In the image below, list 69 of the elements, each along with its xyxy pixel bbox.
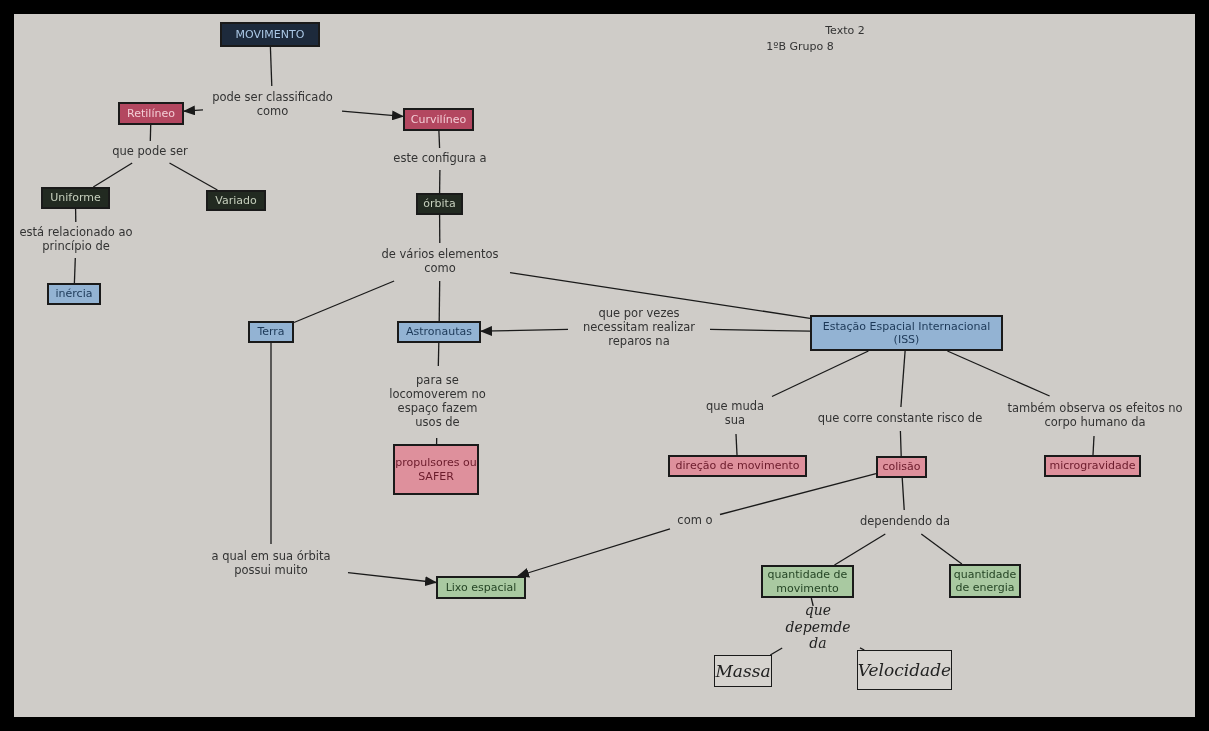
arrow bbox=[347, 571, 437, 587]
concept-box: quantidade de energia bbox=[949, 564, 1021, 598]
concept-box: propulsores ou SAFER bbox=[393, 444, 479, 495]
connector-line bbox=[810, 597, 814, 607]
concept-box: MOVIMENTO bbox=[220, 22, 320, 47]
connector-line bbox=[73, 257, 76, 284]
linking-phrase: que muda sua bbox=[700, 396, 770, 432]
concept-box: Curvilíneo bbox=[403, 108, 474, 131]
concept-box: quantidade de movimento bbox=[761, 565, 854, 598]
concept-box: inércia bbox=[47, 283, 101, 305]
connector-line bbox=[719, 473, 877, 516]
handwritten-box: Velocidade bbox=[857, 650, 952, 690]
linking-phrase: de vários elementos como bbox=[372, 245, 508, 279]
connector-line bbox=[92, 162, 133, 188]
arrow bbox=[341, 110, 404, 121]
connector-line bbox=[769, 647, 783, 656]
handwritten-phrase: que depemde da bbox=[778, 608, 858, 646]
concept-box: Estação Espacial Internacional (ISS) bbox=[810, 315, 1003, 351]
connector-line bbox=[1092, 435, 1095, 456]
connector-line bbox=[435, 437, 438, 445]
connector-line bbox=[270, 342, 272, 545]
linking-phrase: para se locomoverem no espaço fazem usos de bbox=[385, 368, 490, 436]
linking-phrase: também observa os efeitos no corpo humano da bbox=[995, 398, 1195, 434]
linking-phrase: está relacionado ao princípio de bbox=[18, 224, 134, 256]
connector-line bbox=[438, 130, 441, 149]
linking-phrase: que corre constante risco de bbox=[810, 409, 990, 429]
concept-box: Variado bbox=[206, 190, 266, 211]
concept-box: colisão bbox=[876, 456, 927, 478]
connector-line bbox=[293, 280, 395, 324]
concept-box: Terra bbox=[248, 321, 294, 343]
linking-phrase: dependendo da bbox=[852, 512, 958, 532]
arrow bbox=[480, 325, 569, 336]
connector-line bbox=[709, 328, 811, 332]
connector-line bbox=[833, 533, 886, 566]
linking-phrase: a qual em sua órbita possui muito bbox=[196, 546, 346, 582]
connector-line bbox=[438, 280, 441, 322]
connector-line bbox=[920, 533, 963, 565]
connector-line bbox=[901, 477, 905, 511]
connector-line bbox=[735, 433, 738, 456]
concept-box: Astronautas bbox=[397, 321, 481, 343]
connector-line bbox=[168, 162, 219, 191]
linking-phrase: que pode ser bbox=[105, 143, 195, 161]
concept-box: Retilíneo bbox=[118, 102, 184, 125]
connector-line bbox=[900, 350, 906, 408]
linking-phrase: este configura a bbox=[385, 150, 495, 168]
connector-line bbox=[149, 124, 152, 142]
connector-line bbox=[509, 272, 811, 319]
connector-line bbox=[771, 350, 870, 398]
note-text: 1ºB Grupo 8 bbox=[765, 40, 835, 53]
concept-box: órbita bbox=[416, 193, 463, 215]
note-text: Texto 2 bbox=[824, 24, 866, 37]
handwritten-box: Massa bbox=[714, 655, 772, 687]
arrow bbox=[183, 105, 204, 116]
concept-box: Lixo espacial bbox=[436, 576, 526, 599]
linking-phrase: pode ser classificado como bbox=[205, 88, 340, 122]
connector-line bbox=[438, 214, 441, 244]
concept-box: direção de movimento bbox=[668, 455, 807, 477]
linking-phrase: que por vezes necessitam realizar reparos na bbox=[570, 305, 708, 351]
linking-phrase: com o bbox=[672, 511, 718, 531]
connector-line bbox=[946, 350, 1051, 397]
connector-line bbox=[899, 430, 902, 457]
connector-line bbox=[438, 169, 441, 194]
arrow bbox=[517, 528, 671, 578]
concept-box: microgravidade bbox=[1044, 455, 1141, 477]
connector-line bbox=[437, 342, 440, 367]
connector-line bbox=[859, 647, 865, 651]
connector-line bbox=[269, 46, 273, 87]
connector-line bbox=[74, 208, 77, 223]
concept-box: Uniforme bbox=[41, 187, 110, 209]
